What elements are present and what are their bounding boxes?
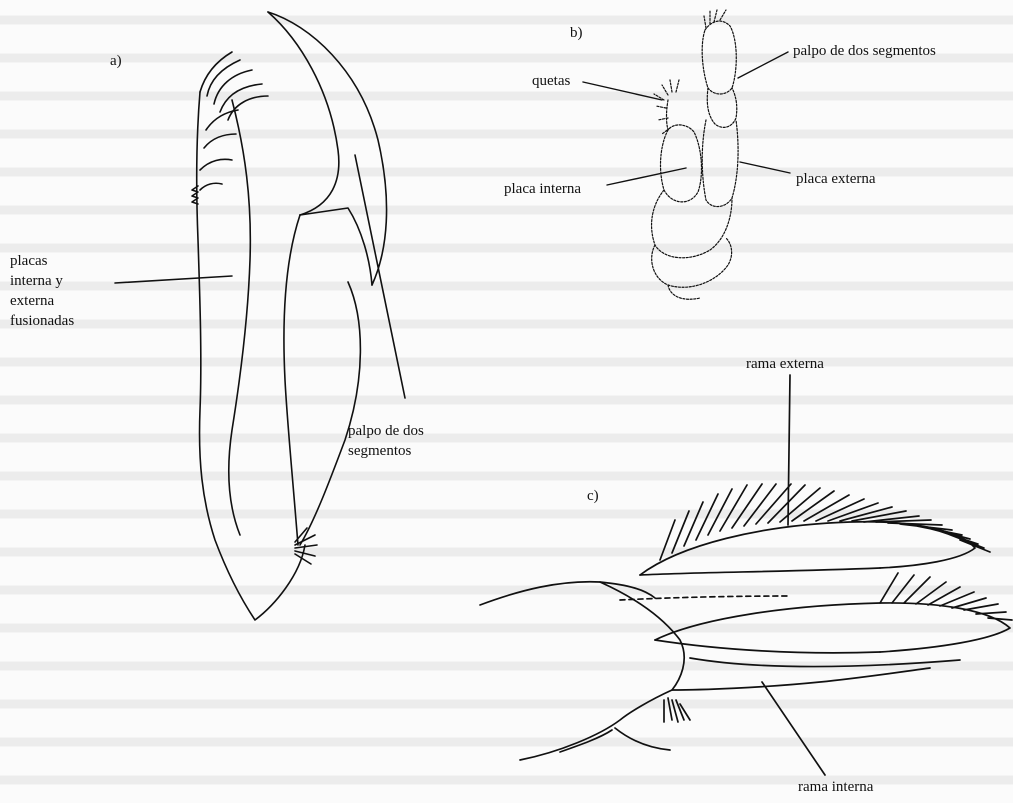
panel-b-palpo-label: palpo de dos segmentos xyxy=(793,42,936,61)
panel-a-palp-outer xyxy=(268,12,387,285)
panel-a-letter: a) xyxy=(110,52,122,71)
panel-c-rama-interna-leader xyxy=(762,682,825,775)
panel-a-placas-label-line2: interna y xyxy=(10,272,63,291)
panel-a-placas-leader xyxy=(115,276,232,283)
panel-a-maxilla-drawing xyxy=(115,12,405,620)
panel-c-rama-externa-label: rama externa xyxy=(746,355,824,374)
panel-c-rama-interna-label: rama interna xyxy=(798,778,873,797)
panel-a-palpo-label-line2: segmentos xyxy=(348,442,411,461)
panel-b-placa-externa-leader xyxy=(740,162,790,173)
panel-b-quetas-leader xyxy=(583,82,662,100)
panel-b-placa-interna-leader xyxy=(607,168,686,185)
panel-b-maxilla-drawing xyxy=(652,10,739,299)
panel-b-letter: b) xyxy=(570,24,583,43)
panel-b-palp xyxy=(702,21,736,94)
panel-a-palp-joint xyxy=(300,208,372,285)
panel-c-rama-externa-leader xyxy=(788,375,790,525)
panel-a-palpo-leader xyxy=(355,155,405,398)
panel-a-palp-segment2 xyxy=(300,282,360,545)
panel-c-base xyxy=(480,582,655,605)
panel-a-fused-plate xyxy=(197,92,305,620)
panel-a-palp-inner xyxy=(268,12,339,215)
panel-b-placa-externa-label: placa externa xyxy=(796,170,876,189)
panel-a-palpo-label-line1: palpo de dos xyxy=(348,422,424,441)
panel-b-quetas-label: quetas xyxy=(532,72,570,91)
panel-b-base xyxy=(652,190,732,258)
panel-a-placas-label-line1: placas xyxy=(10,252,47,271)
panel-b-palpo-leader xyxy=(738,52,788,78)
panel-c-inner-ramus xyxy=(655,603,1010,652)
panel-a-placas-label-line3: externa xyxy=(10,292,54,311)
panel-b-outer-plate xyxy=(702,120,738,207)
panel-c-letter: c) xyxy=(587,487,599,506)
panel-c-maxilla-drawing xyxy=(480,375,1012,775)
panel-b-placa-interna-label: placa interna xyxy=(504,180,581,199)
panel-b-inner-plate xyxy=(661,125,702,202)
panel-a-placas-label-line4: fusionadas xyxy=(10,312,74,331)
